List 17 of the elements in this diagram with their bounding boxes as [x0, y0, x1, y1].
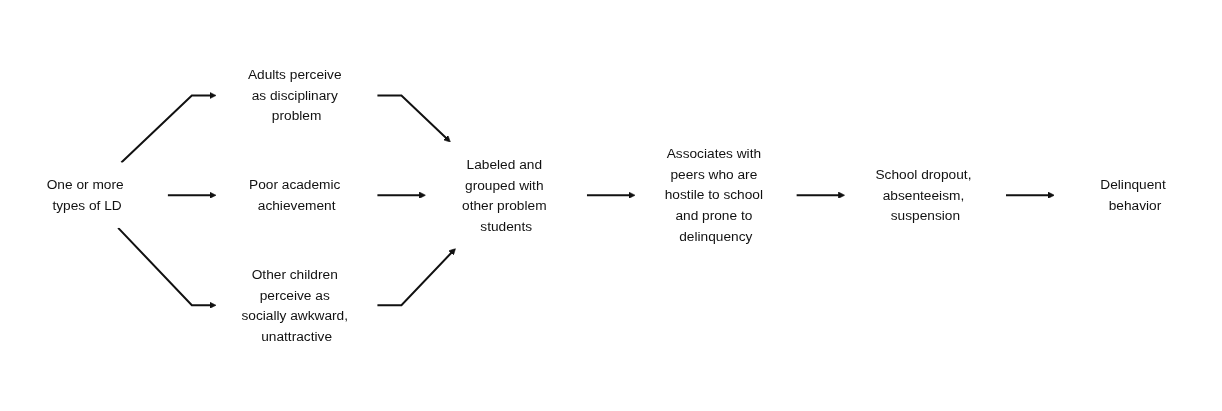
arrow: [1005, 191, 1055, 199]
arrow: [586, 191, 636, 199]
arrow: [120, 91, 217, 164]
arrow: [377, 94, 451, 143]
node-text: Associates with peers who are hostile to school and prone to delinquency: [664, 146, 764, 244]
node-text: Adults perceive as disciplinary problem: [247, 67, 342, 124]
node-text: Delinquent behavior: [1100, 177, 1166, 213]
node-text: One or more types of LD: [46, 177, 124, 213]
arrow: [377, 248, 456, 307]
node-text: Labeled and grouped with other problem students: [462, 156, 547, 234]
arrow: [377, 191, 426, 199]
node-text: School dropout, absenteeism, suspension: [875, 166, 972, 224]
arrow: [167, 191, 217, 199]
arrow: [117, 227, 217, 309]
arrow: [796, 191, 846, 199]
node-text: Other children perceive as socially awkward, unattractive: [241, 266, 349, 344]
node-text: Poor academic achievement: [249, 177, 341, 213]
